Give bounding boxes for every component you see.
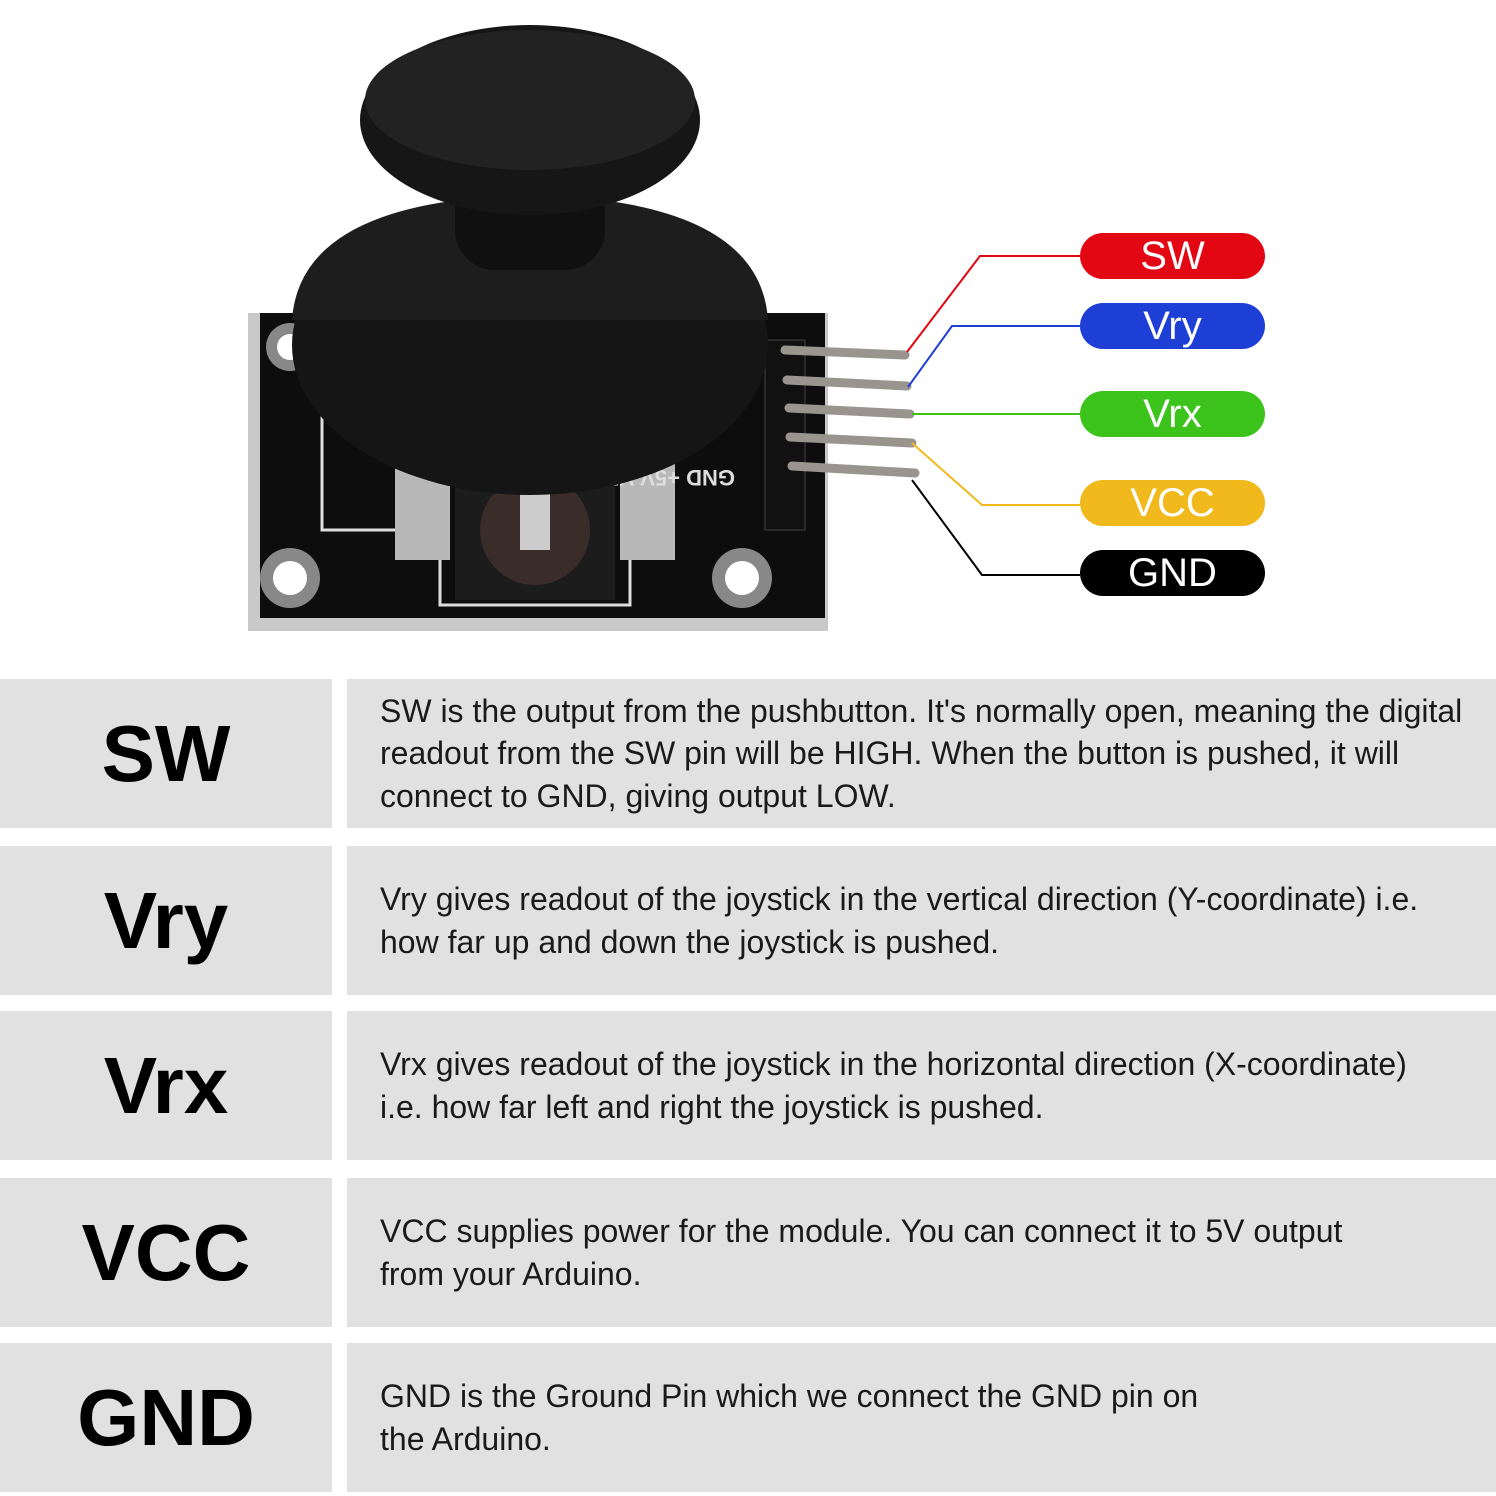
pin-description-cell: Vrx gives readout of the joystick in the… bbox=[347, 1011, 1496, 1160]
pin-name: Vry bbox=[0, 846, 332, 995]
pin-label-gnd: GND bbox=[1080, 550, 1265, 596]
pin-name: SW bbox=[0, 679, 332, 828]
pin-description: VCC supplies power for the module. You c… bbox=[380, 1213, 1343, 1292]
table-row: VCC VCC supplies power for the module. Y… bbox=[0, 1178, 1496, 1327]
pin-description-cell: Vry gives readout of the joystick in the… bbox=[347, 846, 1496, 995]
table-row: SW SW is the output from the pushbutton.… bbox=[0, 679, 1496, 828]
pin-label-vrx: Vrx bbox=[1080, 391, 1265, 437]
pin-label-vcc: VCC bbox=[1080, 480, 1265, 526]
pin-description-cell: SW is the output from the pushbutton. It… bbox=[347, 679, 1496, 828]
table-row: Vrx Vrx gives readout of the joystick in… bbox=[0, 1011, 1496, 1160]
joystick-module-figure: GND +5V VRx VRy SW SW Vry Vrx VCC GND bbox=[0, 0, 1496, 660]
pin-description: SW is the output from the pushbutton. It… bbox=[380, 692, 1463, 814]
table-row: Vry Vry gives readout of the joystick in… bbox=[0, 846, 1496, 995]
pin-name: GND bbox=[0, 1343, 332, 1492]
pin-description-cell: VCC supplies power for the module. You c… bbox=[347, 1178, 1496, 1327]
pin-label-sw: SW bbox=[1080, 233, 1265, 279]
header-pins bbox=[780, 345, 920, 478]
joystick-module-image: GND +5V VRx VRy SW bbox=[248, 25, 1080, 631]
pin-name: Vrx bbox=[0, 1011, 332, 1160]
pin-description: Vry gives readout of the joystick in the… bbox=[380, 881, 1419, 960]
pin-description-cell: GND is the Ground Pin which we connect t… bbox=[347, 1343, 1496, 1492]
leader-lines bbox=[906, 255, 1080, 576]
pin-description: GND is the Ground Pin which we connect t… bbox=[380, 1378, 1199, 1457]
pin-label-vry: Vry bbox=[1080, 303, 1265, 349]
pin-description: Vrx gives readout of the joystick in the… bbox=[380, 1046, 1407, 1125]
pin-name: VCC bbox=[0, 1178, 332, 1327]
table-row: GND GND is the Ground Pin which we conne… bbox=[0, 1343, 1496, 1492]
